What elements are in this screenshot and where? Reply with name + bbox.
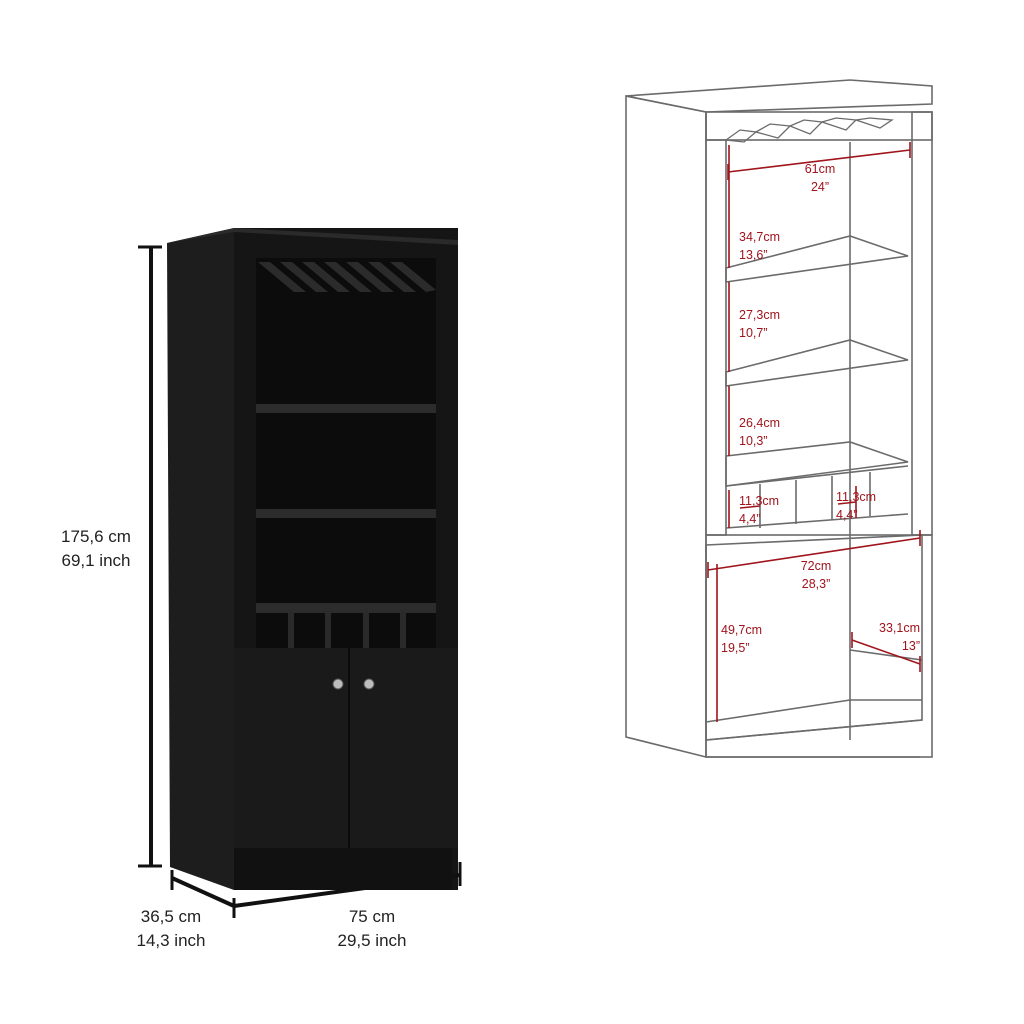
- upper-width-inch: 24”: [810, 180, 830, 194]
- cubby-left-cm: 11,3cm: [739, 494, 780, 508]
- width-dimension-line: [233, 873, 461, 908]
- depth-dimension-line: [171, 876, 235, 908]
- shelf-3-label: 26,4cm 10,3”: [739, 414, 780, 450]
- lower-height-inch: 19,5”: [721, 641, 750, 655]
- lower-height-label: 49,7cm 19,5”: [721, 621, 762, 657]
- cubby-left-label: 11,3cm 4,4”: [739, 492, 779, 528]
- upper-width-label: 61cm 24”: [796, 160, 844, 196]
- width-label: 75 cm 29,5 inch: [320, 905, 424, 953]
- lower-width-inch: 28,3”: [801, 577, 831, 591]
- height-cm: 175,6 cm: [61, 527, 131, 546]
- shelf-3-cm: 26,4cm: [739, 416, 780, 430]
- cabinet-top: [167, 228, 458, 245]
- width-cm: 75 cm: [348, 907, 396, 926]
- cubby-left-inch: 4,4”: [739, 512, 761, 526]
- shelf-1-label: 34,7cm 13,6”: [739, 228, 780, 264]
- lower-width-cm: 72cm: [800, 559, 832, 573]
- lower-depth-inch: 13”: [901, 639, 920, 653]
- height-label: 175,6 cm 69,1 inch: [44, 525, 148, 573]
- door-left: [234, 648, 348, 848]
- lower-depth-cm: 33,1cm: [879, 621, 920, 635]
- door-right: [350, 648, 458, 848]
- cabinet-base: [234, 848, 452, 890]
- shelf-middle: [256, 509, 436, 518]
- shelf-lower: [256, 603, 436, 613]
- shelf-3-inch: 10,3”: [739, 434, 768, 448]
- cabinet-open-compartment: [256, 258, 436, 648]
- height-inch: 69,1 inch: [61, 551, 131, 570]
- black-dimension-lines: [138, 245, 462, 918]
- black-cabinet: [167, 228, 458, 890]
- lower-depth-label: 33,1cm 13”: [868, 619, 920, 655]
- cubby-right-inch: 4,4”: [836, 508, 858, 522]
- lower-width-label: 72cm 28,3”: [790, 557, 842, 593]
- cubby-right-cm: 11,3cm: [836, 490, 877, 504]
- bottle-cubbies: [288, 613, 406, 648]
- depth-label: 36,5 cm 14,3 inch: [126, 905, 216, 953]
- shelf-upper: [256, 404, 436, 413]
- depth-inch: 14,3 inch: [136, 931, 206, 950]
- depth-cm: 36,5 cm: [140, 907, 202, 926]
- wine-glass-rack: [258, 262, 436, 292]
- line-drawing-cabinet: [625, 79, 933, 759]
- door-knob-left: [332, 678, 344, 690]
- width-inch: 29,5 inch: [337, 931, 407, 950]
- upper-width-cm: 61cm: [804, 162, 836, 176]
- shelf-2-cm: 27,3cm: [739, 308, 780, 322]
- shelf-1-cm: 34,7cm: [739, 230, 780, 244]
- shelf-2-inch: 10,7”: [739, 326, 768, 340]
- shelf-1-inch: 13,6”: [739, 248, 768, 262]
- lower-height-cm: 49,7cm: [721, 623, 762, 637]
- cabinet-side-panel: [167, 228, 234, 890]
- door-knob-right: [363, 678, 375, 690]
- cubby-right-label: 11,3cm 4,4”: [836, 488, 876, 524]
- red-dimension-lines: [707, 142, 921, 722]
- shelf-2-label: 27,3cm 10,7”: [739, 306, 780, 342]
